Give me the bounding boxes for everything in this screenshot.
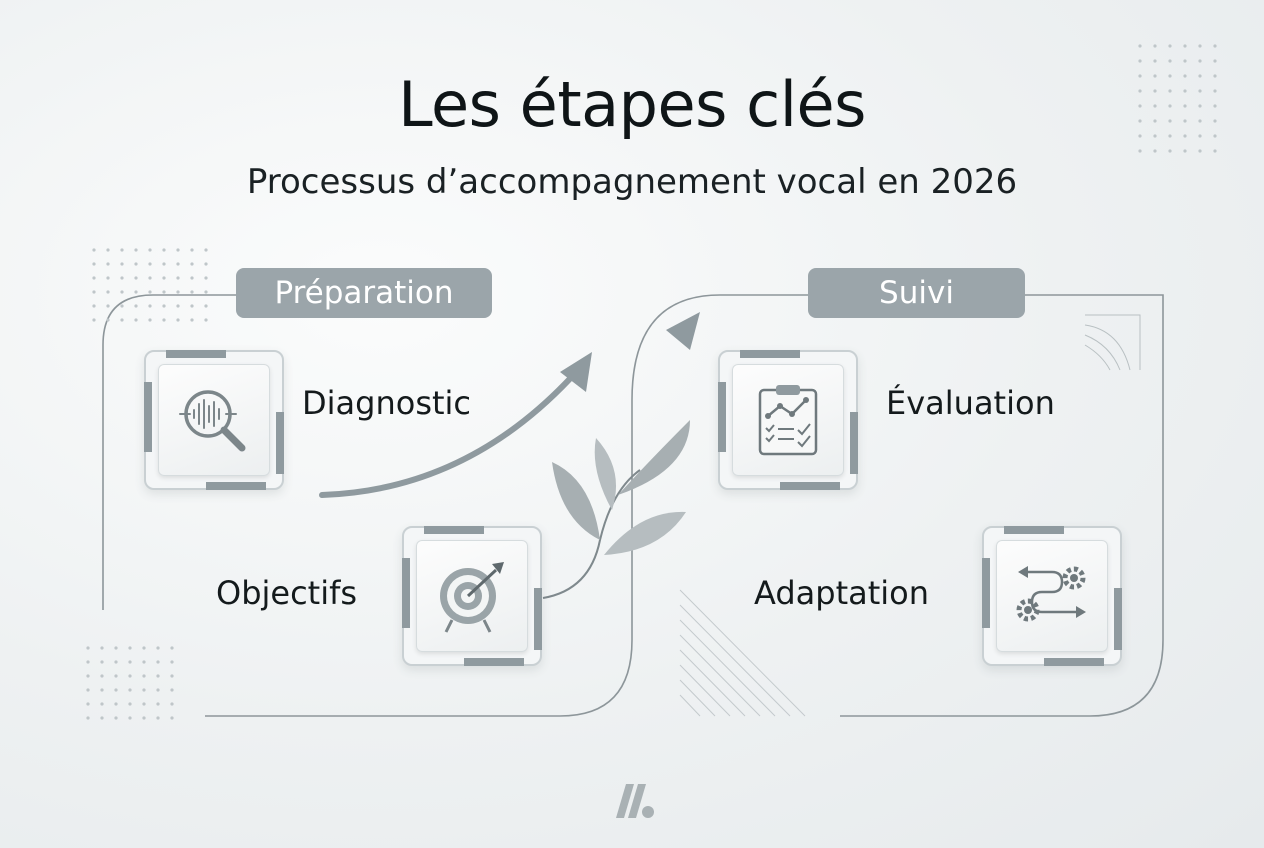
card-accent <box>780 482 840 490</box>
suivi-frame-line <box>840 294 1164 717</box>
card-accent <box>424 526 484 534</box>
card-accent <box>1044 658 1104 666</box>
connector-line <box>205 294 808 717</box>
step-icon-frame <box>996 540 1108 652</box>
section-label-preparation: Préparation <box>236 268 492 318</box>
card-accent <box>402 558 410 628</box>
growth-arrow-shaft <box>319 367 581 498</box>
card-accent <box>718 382 726 452</box>
card-accent <box>464 658 524 666</box>
brand-slash-logo <box>616 784 654 818</box>
leaf-branch <box>542 420 690 599</box>
growth-arrow-head <box>560 352 592 392</box>
magnifier-soundwave-icon <box>179 390 246 452</box>
target-arrow-icon <box>440 562 504 633</box>
card-accent <box>144 382 152 452</box>
clipboard-chart-icon <box>758 385 818 456</box>
card-accent <box>276 412 284 474</box>
step-label-evaluation: Évaluation <box>886 384 1055 422</box>
step-label-objectifs: Objectifs <box>216 574 358 612</box>
preparation-frame-line <box>102 294 238 610</box>
step-card-adaptation <box>982 526 1122 666</box>
page-title: Les étapes clés <box>398 68 866 141</box>
card-accent <box>1004 526 1064 534</box>
dot-grid-left-bottom <box>86 646 174 720</box>
page-subtitle: Processus d’accompagnement vocal en 2026 <box>246 162 1018 202</box>
step-label-diagnostic: Diagnostic <box>302 384 472 422</box>
step-card-evaluation <box>718 350 858 490</box>
step-card-diagnostic <box>144 350 284 490</box>
card-accent <box>1114 588 1122 650</box>
card-accent <box>982 558 990 628</box>
step-icon-frame <box>732 364 844 476</box>
dot-grid-left-top <box>92 248 208 322</box>
dot-grid-top-right <box>1138 44 1217 153</box>
step-icon-frame <box>416 540 528 652</box>
card-accent <box>206 482 266 490</box>
gears-arrows-icon <box>1016 566 1086 622</box>
card-accent <box>166 350 226 358</box>
corner-decor <box>1084 314 1141 371</box>
step-icon-frame <box>158 364 270 476</box>
card-accent <box>740 350 800 358</box>
hatching-decor <box>679 589 806 717</box>
section-label-suivi: Suivi <box>808 268 1025 318</box>
step-card-objectifs <box>402 526 542 666</box>
card-accent <box>850 412 858 474</box>
card-accent <box>534 588 542 650</box>
step-label-adaptation: Adaptation <box>754 574 930 612</box>
connector-arrow-head <box>666 312 700 350</box>
